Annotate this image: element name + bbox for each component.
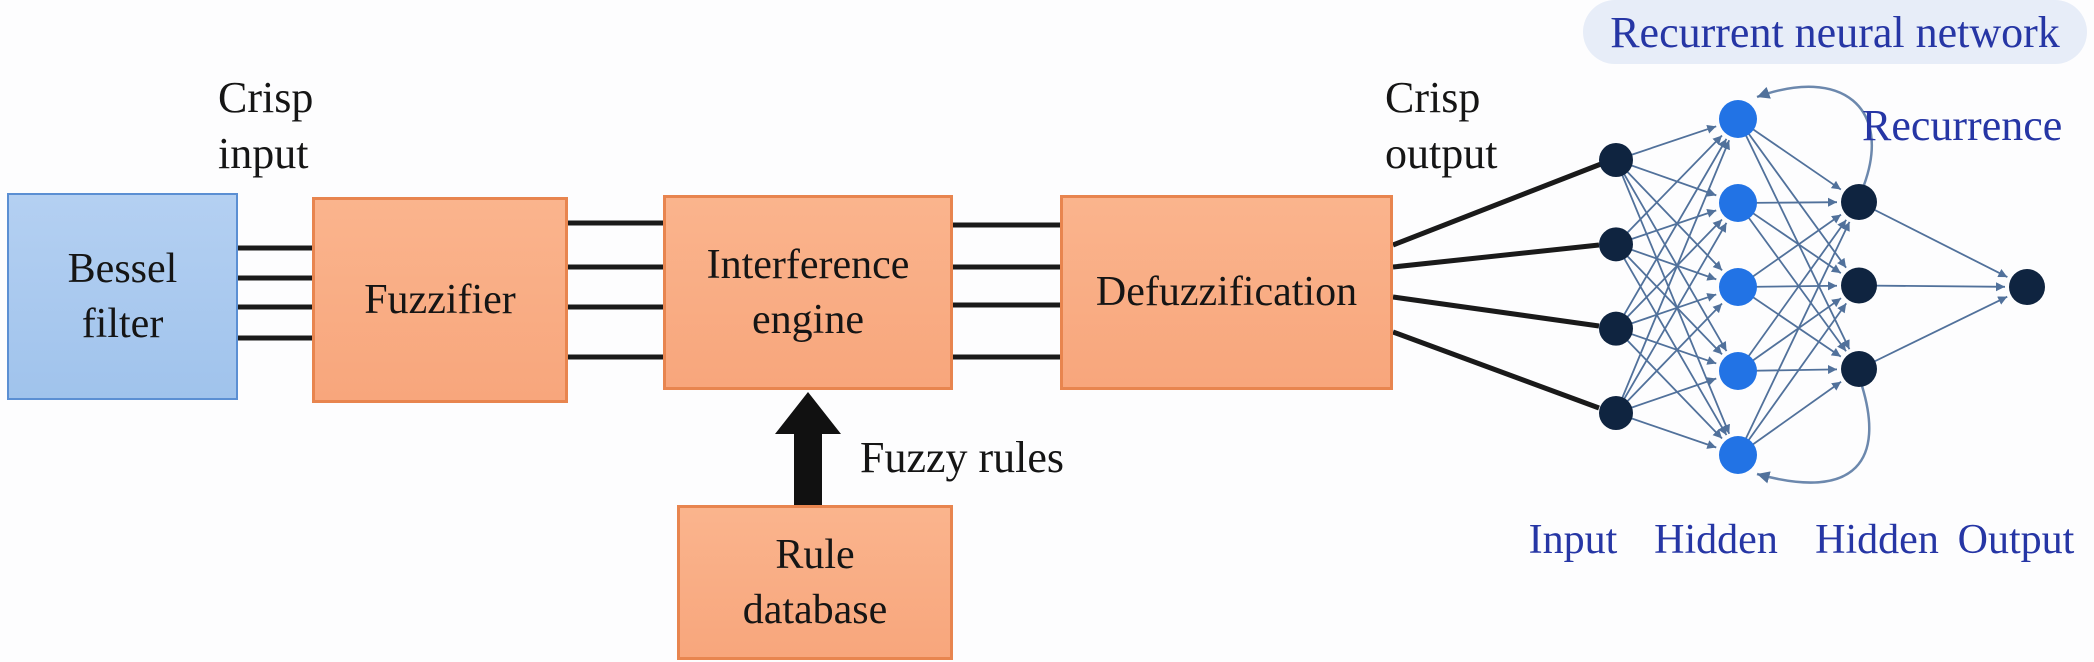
- interference-engine-box: Interference engine: [663, 195, 953, 390]
- fuzzifier-to-interference-lines: [568, 220, 663, 360]
- neuron-node: [1841, 184, 1877, 220]
- neuron-node: [1841, 267, 1877, 304]
- fuzzifier-box: Fuzzifier: [312, 197, 568, 403]
- rule-database-box: Rule database: [677, 505, 953, 660]
- interference-to-defuzzification-lines: [953, 222, 1060, 360]
- bessel-filter-box: Bessel filter: [7, 193, 238, 400]
- fuzzy-rules-arrow: [775, 392, 841, 505]
- crisp-output-label: Crisp output: [1385, 73, 1498, 179]
- bessel-to-fuzzifier-lines: [238, 245, 312, 341]
- network-layer-labels: Input Hidden Hidden Output: [1529, 517, 2075, 563]
- neuron-node: [1599, 311, 1633, 346]
- recurrence-arc-top: [1756, 85, 1874, 186]
- recurrence-label: Recurrence: [1862, 101, 2063, 150]
- neuron-node: [1599, 143, 1633, 177]
- layer-label: Hidden: [1815, 517, 1939, 563]
- defuzzification-to-network-lines: [1392, 161, 1602, 411]
- layer-label: Output: [1958, 517, 2075, 563]
- neuron-node: [1719, 184, 1757, 222]
- defuzzification-box: Defuzzification: [1060, 195, 1393, 390]
- neuron-node: [1599, 396, 1633, 430]
- layer-label: Input: [1529, 517, 1618, 563]
- layer-label: Hidden: [1654, 517, 1778, 563]
- neuron-node: [1719, 268, 1757, 306]
- neuron-node: [1719, 436, 1757, 474]
- network-edges: [1615, 118, 2008, 456]
- neuron-node: [1599, 227, 1633, 262]
- neuron-node: [1719, 100, 1757, 138]
- recurrent-neural-network-title: Recurrent neural network: [1583, 0, 2087, 64]
- neuron-node: [1719, 352, 1757, 390]
- recurrence-arc-bottom: [1756, 385, 1871, 484]
- neuron-node: [2009, 269, 2045, 305]
- neuron-node: [1841, 351, 1877, 387]
- network-nodes: [1599, 100, 2045, 474]
- crisp-input-label: Crisp input: [218, 73, 314, 179]
- fuzzy-rules-label: Fuzzy rules: [860, 433, 1065, 482]
